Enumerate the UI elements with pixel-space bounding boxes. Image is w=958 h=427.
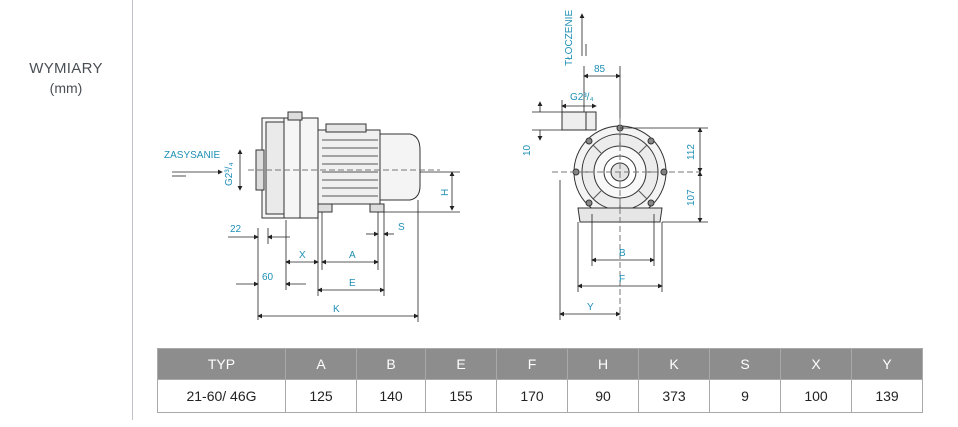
section-divider	[132, 0, 133, 420]
dim-85: 85	[594, 64, 606, 75]
side-view-pump	[248, 111, 440, 219]
table-cell: 373	[638, 379, 710, 413]
table-cell: 9	[709, 379, 781, 413]
col-header: Y	[851, 348, 923, 380]
col-header: S	[709, 348, 781, 380]
dim-x: X	[299, 250, 306, 261]
col-header: H	[567, 348, 639, 380]
col-header: B	[356, 348, 426, 380]
table-cell: 155	[425, 379, 497, 413]
dim-107: 107	[686, 189, 697, 206]
dimensions-title: WYMIARY	[29, 60, 103, 77]
dim-a: A	[349, 250, 356, 261]
front-thread-label: G2³/₄	[570, 92, 594, 103]
col-header: X	[780, 348, 852, 380]
dim-b: B	[619, 248, 626, 259]
col-header: TYP	[157, 348, 286, 380]
table-cell: 21-60/ 46G	[157, 379, 286, 413]
dim-s: S	[398, 222, 405, 233]
table-cell: 170	[496, 379, 568, 413]
table-cell: 125	[285, 379, 357, 413]
dim-h: H	[440, 189, 451, 196]
table-cell: 90	[567, 379, 639, 413]
dim-22: 22	[230, 224, 242, 235]
technical-drawing: ZASYSANIE G2³/₄ 22 60 X A S E K H	[164, 10, 708, 322]
table-header-row: TYP A B E F H K S X Y	[157, 348, 923, 380]
col-header: F	[496, 348, 568, 380]
dim-f: F	[619, 274, 625, 285]
col-header: K	[638, 348, 710, 380]
side-thread-label: G2³/₄	[224, 162, 235, 186]
col-header: A	[285, 348, 357, 380]
dim-y: Y	[587, 302, 594, 313]
dimensions-unit: (mm)	[49, 80, 83, 96]
table-cell: 139	[851, 379, 923, 413]
table-cell: 100	[780, 379, 852, 413]
dim-e: E	[349, 278, 356, 289]
outlet-label: TŁOCZENIE	[564, 10, 575, 66]
dim-10: 10	[522, 144, 533, 156]
dim-60: 60	[262, 272, 274, 283]
dim-112: 112	[686, 144, 697, 160]
inlet-label: ZASYSANIE	[164, 150, 220, 161]
table-row: 21-60/ 46G 125 140 155 170 90 373 9 100 …	[157, 379, 923, 413]
dim-k: K	[333, 304, 340, 315]
col-header: E	[425, 348, 497, 380]
dimensions-table: TYP A B E F H K S X Y 21-60/ 46G 125 140…	[157, 348, 923, 413]
front-view-pump	[552, 111, 700, 320]
table-cell: 140	[356, 379, 426, 413]
